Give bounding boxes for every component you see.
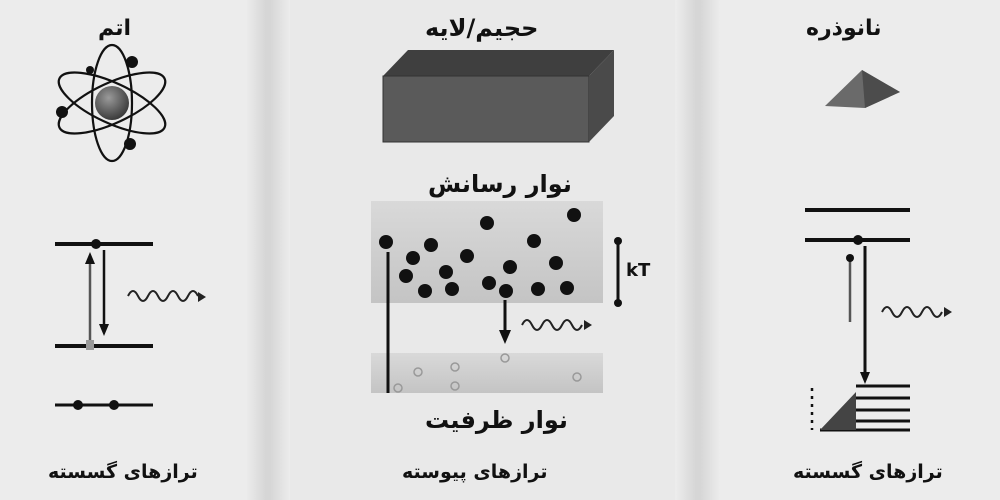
panel-divider (246, 0, 290, 500)
nano-energy-levels (805, 208, 910, 432)
conduction-band (371, 201, 603, 303)
atom-icon (56, 43, 167, 163)
valence-band (371, 353, 603, 393)
atom-footer: ترازهای گسسته (48, 461, 198, 483)
bulk-block-icon (382, 50, 614, 143)
photon-wave-icon (881, 306, 943, 318)
thermal-energy-label: kT (626, 260, 651, 281)
atom-title: اتم (98, 16, 132, 41)
nano-title: نانوذره (806, 16, 882, 41)
thermal-energy-bracket (614, 237, 622, 307)
nanoparticle-pyramid-icon (825, 70, 900, 108)
panel-divider (676, 0, 720, 500)
photon-wave-icon (127, 290, 199, 302)
valence-band-label: نوار ظرفیت (425, 406, 568, 434)
photon-wave-icon (521, 319, 583, 331)
atom-energy-levels (55, 239, 153, 410)
conduction-band-label: نوار رسانش (428, 170, 572, 198)
panel-atom (0, 0, 250, 500)
bulk-footer: ترازهای پیوسته (402, 461, 548, 483)
nano-footer: ترازهای گسسته (793, 461, 943, 483)
bulk-title: حجیم/لایه (425, 14, 539, 42)
